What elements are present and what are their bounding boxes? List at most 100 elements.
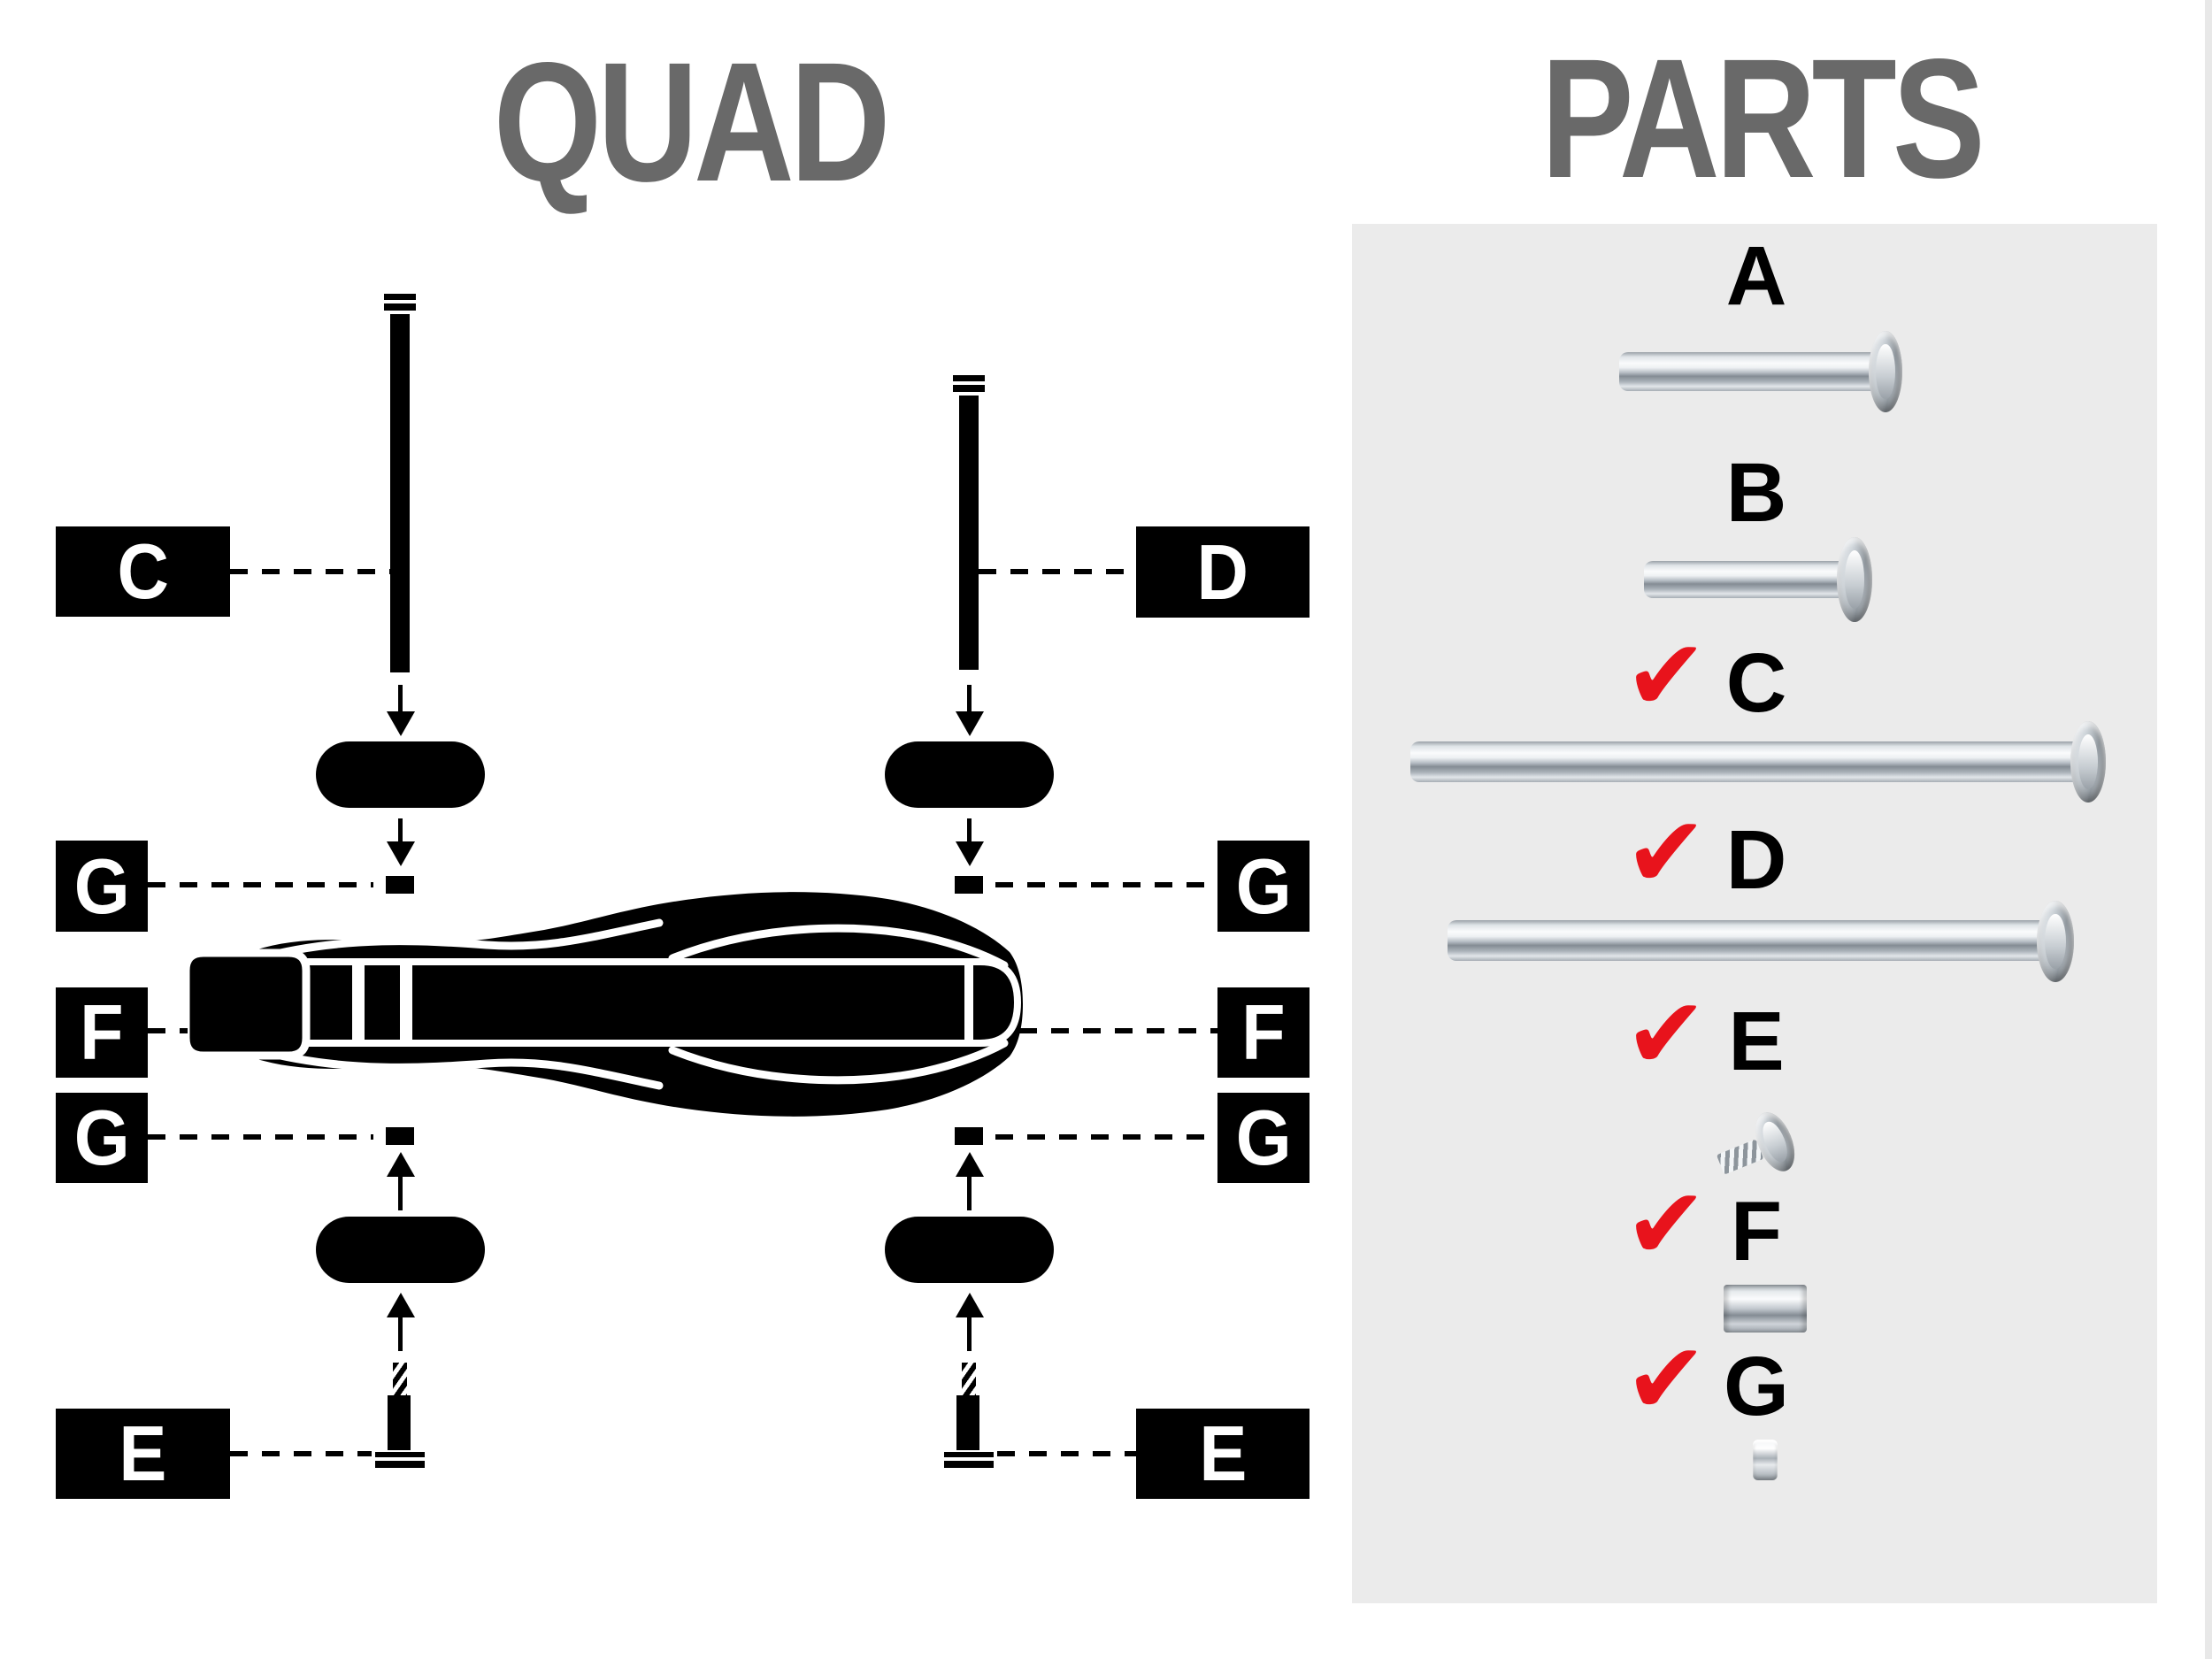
screw-e-head-left	[375, 1461, 425, 1468]
flange-core	[2078, 733, 2099, 790]
dashed-line-d	[979, 569, 1136, 574]
part-label-c: C	[1725, 636, 1787, 730]
dashed-line-g-left-bottom	[148, 1134, 373, 1140]
screw-e-shaft-left	[388, 1395, 411, 1450]
dashed-line-g-right-top	[995, 882, 1217, 887]
quad-body-silhouette	[181, 892, 1023, 1117]
callout-letter: F	[80, 988, 124, 1076]
callout-g-right-top: G	[1217, 841, 1310, 932]
callout-g-right-bottom: G	[1217, 1093, 1310, 1183]
callout-e-left: E	[56, 1409, 230, 1499]
callout-letter: C	[117, 527, 169, 615]
flange-core	[1876, 343, 1895, 400]
callout-f-left: F	[56, 987, 148, 1078]
arrow-up-head-icon	[387, 1293, 415, 1317]
screw-e-shaft-right	[956, 1395, 979, 1450]
spacer-g-rear-right	[955, 1127, 983, 1145]
dashed-line-f-right	[1019, 1028, 1217, 1033]
part-d-flange	[2037, 901, 2074, 982]
callout-letter: E	[1198, 1409, 1247, 1497]
arrow-down-icon	[967, 818, 972, 843]
arrow-down-icon	[398, 818, 403, 843]
callout-e-right: E	[1136, 1409, 1310, 1499]
dashed-line-e-left	[230, 1451, 372, 1456]
part-c-flange	[2070, 721, 2106, 803]
part-b-pin	[1644, 561, 1846, 598]
arrow-up-head-icon	[956, 1293, 984, 1317]
dashed-line-f-left	[148, 1028, 188, 1033]
screw-e-thread-right	[962, 1363, 976, 1395]
screw-e-head-right	[944, 1452, 994, 1457]
axle-c-rod	[390, 314, 410, 672]
quad-title-text: QUAD	[494, 27, 891, 217]
axle-d-cap-line-2	[953, 385, 985, 392]
callout-g-left-top: G	[56, 841, 148, 932]
screw-e-head-left	[375, 1452, 425, 1457]
callout-letter: G	[73, 1094, 130, 1181]
wheel-front-left	[316, 741, 485, 808]
part-c-axle	[1410, 741, 2079, 782]
arrow-up-head-icon	[387, 1152, 415, 1177]
part-label-e: E	[1728, 995, 1785, 1088]
dashed-line-g-right-bottom	[995, 1134, 1217, 1140]
checkmark-icon: ✔	[1624, 618, 1708, 733]
spacer-g-rear-left	[386, 1127, 414, 1145]
part-label-b: B	[1725, 446, 1787, 540]
checkmark-icon: ✔	[1624, 1322, 1708, 1437]
part-a-pin	[1619, 352, 1878, 391]
parts-title-text: PARTS	[1540, 23, 1985, 213]
arrow-up-icon	[967, 1316, 972, 1351]
checkmark-icon: ✔	[1624, 795, 1708, 910]
page-edge-strip	[2205, 0, 2212, 1659]
parts-title: PARTS	[1451, 34, 2070, 204]
spacer-g-front-left	[386, 876, 414, 894]
axle-d-cap-line-1	[953, 375, 985, 381]
arrow-down-icon	[967, 685, 972, 713]
flange-core	[1758, 1118, 1792, 1165]
dashed-line-g-left-top	[148, 882, 373, 887]
dashed-line-e-right	[997, 1451, 1136, 1456]
callout-f-right: F	[1217, 987, 1310, 1078]
axle-c-cap-line-2	[384, 303, 416, 311]
callout-d-right: D	[1136, 526, 1310, 618]
flange-core	[2045, 913, 2066, 970]
arrow-down-head-icon	[387, 841, 415, 866]
callout-g-left-bottom: G	[56, 1093, 148, 1183]
dashed-line-c	[230, 569, 390, 574]
arrow-down-head-icon	[956, 711, 984, 736]
part-label-f: F	[1730, 1185, 1783, 1279]
screw-e-head-right	[944, 1461, 994, 1468]
screw-e-thread-left	[393, 1363, 407, 1395]
part-f-spacer-tube	[1724, 1285, 1807, 1333]
wheel-front-right	[885, 741, 1054, 808]
callout-letter: D	[1196, 527, 1249, 616]
callout-letter: F	[1241, 988, 1286, 1076]
wheel-rear-left	[316, 1217, 485, 1283]
callout-letter: G	[1235, 841, 1292, 930]
flange-core	[1844, 550, 1865, 609]
arrow-up-icon	[398, 1316, 403, 1351]
part-label-d: D	[1725, 813, 1787, 907]
part-d-axle	[1448, 920, 2047, 961]
part-label-g: G	[1724, 1340, 1789, 1433]
checkmark-icon: ✔	[1624, 1167, 1708, 1282]
quad-title: QUAD	[380, 37, 1000, 207]
arrow-up-icon	[398, 1175, 403, 1210]
wheel-rear-right	[885, 1217, 1054, 1283]
part-label-a: A	[1725, 229, 1787, 323]
part-b-flange	[1837, 537, 1872, 622]
parts-panel	[1352, 224, 2157, 1603]
part-g-spacer	[1753, 1440, 1778, 1480]
checkmark-icon: ✔	[1624, 977, 1708, 1092]
axle-d-rod	[959, 396, 979, 670]
part-e-thread	[1716, 1139, 1764, 1175]
arrow-down-icon	[398, 685, 403, 713]
callout-letter: G	[1235, 1094, 1292, 1181]
part-a-flange	[1869, 331, 1902, 412]
arrow-down-head-icon	[956, 841, 984, 866]
callout-letter: E	[119, 1409, 167, 1497]
axle-c-cap-line-1	[384, 294, 416, 300]
callout-letter: G	[73, 841, 130, 930]
spacer-g-front-right	[955, 876, 983, 894]
